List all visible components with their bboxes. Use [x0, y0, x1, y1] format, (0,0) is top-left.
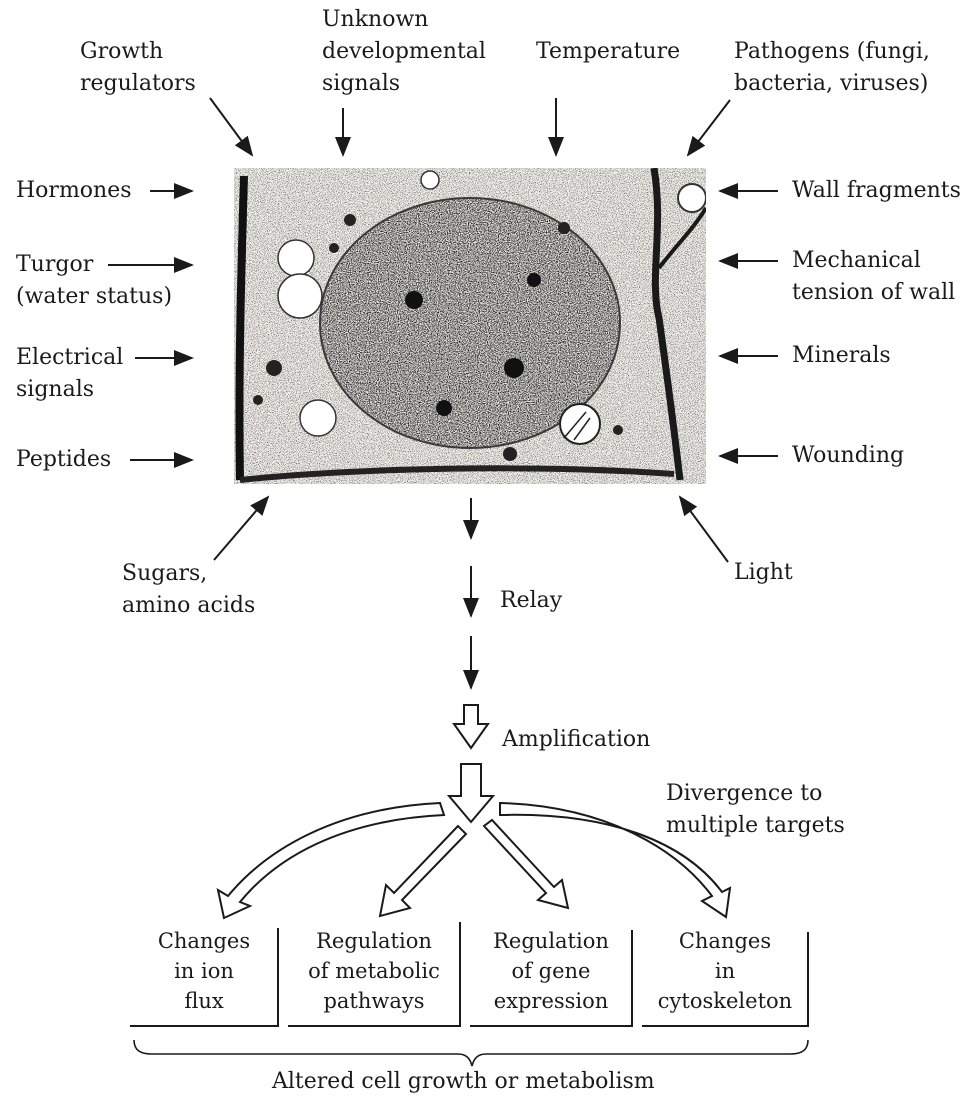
label-minerals: Minerals: [792, 340, 891, 372]
label-divergence: Divergence to multiple targets: [666, 778, 845, 842]
amplification-arrow-1: [454, 705, 488, 748]
label-sugars: Sugars, amino acids: [122, 558, 255, 622]
label-peptides: Peptides: [16, 444, 111, 476]
label-temperature: Temperature: [536, 36, 680, 68]
label-wall-fragments: Wall fragments: [792, 175, 961, 207]
arrow-growth-regulators: [210, 98, 252, 155]
label-outcome: Altered cell growth or metabolism: [272, 1066, 655, 1098]
outcome-brace: [134, 1040, 808, 1066]
label-relay: Relay: [500, 585, 562, 617]
arrow-light: [680, 497, 728, 562]
amplification-arrow-2: [449, 764, 493, 822]
target-metabolic-pathways: Regulation of metabolic pathways: [290, 926, 458, 1016]
divergence-arrow-metabolic: [380, 826, 466, 916]
arrow-sugars: [214, 497, 268, 560]
label-wounding: Wounding: [792, 440, 904, 472]
target-gene-expression: Regulation of gene expression: [472, 926, 630, 1016]
label-developmental-signals: Unknown developmental signals: [322, 4, 486, 100]
label-electrical-signals: Electrical signals: [16, 342, 123, 406]
label-growth-regulators: Growth regulators: [80, 36, 196, 100]
label-light: Light: [734, 557, 793, 589]
label-hormones: Hormones: [16, 175, 132, 207]
divergence-arrow-gene: [484, 820, 568, 908]
label-pathogens: Pathogens (fungi, bacteria, viruses): [734, 36, 930, 100]
label-turgor: Turgor (water status): [16, 249, 172, 313]
label-amplification: Amplification: [502, 724, 650, 756]
divergence-arrow-ion-flux: [218, 803, 444, 918]
target-cytoskeleton: Changes in cytoskeleton: [644, 926, 806, 1016]
target-ion-flux: Changes in ion flux: [134, 926, 274, 1016]
arrow-pathogens: [688, 100, 730, 155]
label-mechanical-tension: Mechanical tension of wall: [792, 245, 955, 309]
